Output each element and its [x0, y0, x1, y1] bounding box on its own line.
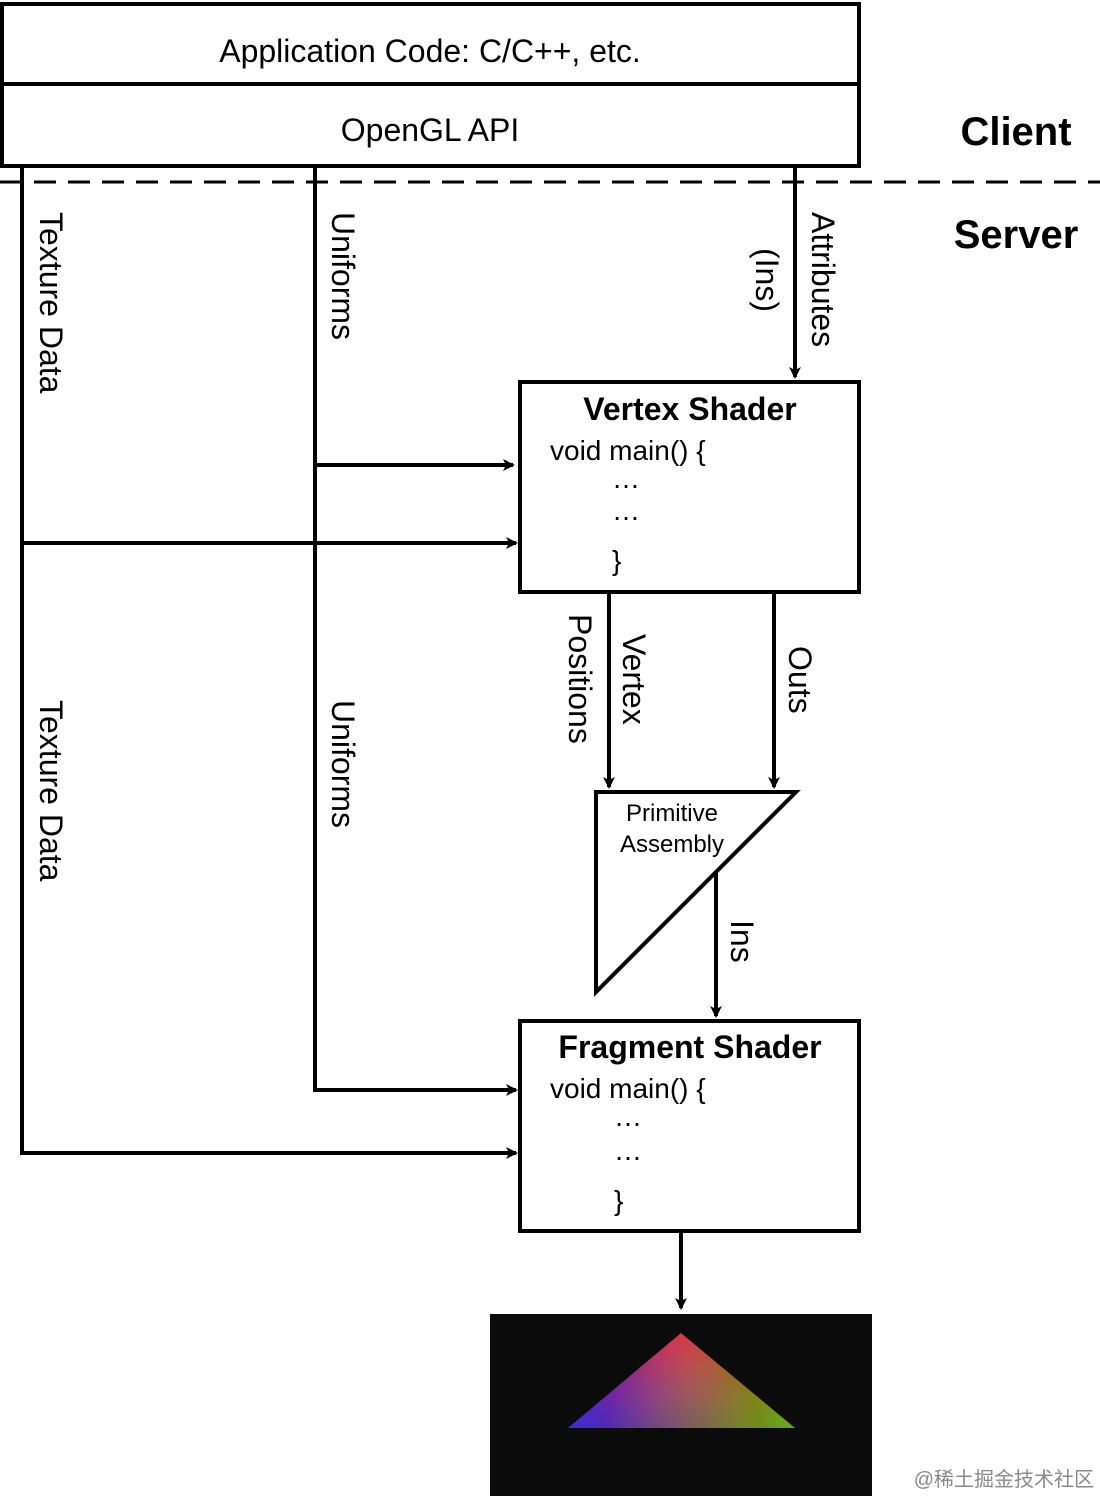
- uniforms-label-top: Uniforms: [325, 212, 361, 340]
- app-code-label: Application Code: C/C++, etc.: [219, 33, 641, 69]
- watermark: @稀土掘金技术社区: [914, 1468, 1094, 1491]
- fragment-shader-box: [518, 1019, 861, 1233]
- client-zone-label: Client: [960, 110, 1071, 154]
- primitive-assembly-triangle: [594, 790, 801, 997]
- texture-data-label-top: Texture Data: [33, 212, 69, 394]
- ins-label: Ins: [724, 920, 760, 963]
- attributes-label: Attributes: [805, 212, 841, 347]
- rendered-triangle: [568, 1333, 795, 1428]
- texture-data-label-bottom: Texture Data: [33, 700, 69, 882]
- opengl-api-label: OpenGL API: [341, 112, 519, 148]
- fragment-shader-code-line4: }: [614, 1185, 623, 1216]
- primitive-assembly-line2: Assembly: [620, 831, 724, 858]
- vertex-label: Vertex: [616, 634, 652, 725]
- positions-label: Positions: [562, 614, 598, 744]
- vertex-shader-box: [518, 380, 861, 594]
- vertex-shader-code-line4: }: [612, 545, 621, 576]
- fragment-shader-title: Fragment Shader: [558, 1029, 821, 1065]
- outs-label: Outs: [782, 646, 818, 714]
- vertex-shader-code-line2: …: [612, 463, 640, 494]
- fragment-shader-code-line1: void main() {: [550, 1073, 706, 1104]
- attributes-ins-label: (Ins): [749, 248, 785, 312]
- vertex-shader-title: Vertex Shader: [583, 391, 796, 427]
- uniforms-label-bottom: Uniforms: [325, 700, 361, 828]
- vertex-shader-code-line1: void main() {: [550, 435, 706, 466]
- server-zone-label: Server: [954, 213, 1079, 257]
- fragment-shader-code-line3: …: [614, 1135, 642, 1166]
- vertex-shader-code-line3: …: [612, 495, 640, 526]
- fragment-shader-code-line2: …: [614, 1101, 642, 1132]
- primitive-assembly-line1: Primitive: [626, 800, 718, 827]
